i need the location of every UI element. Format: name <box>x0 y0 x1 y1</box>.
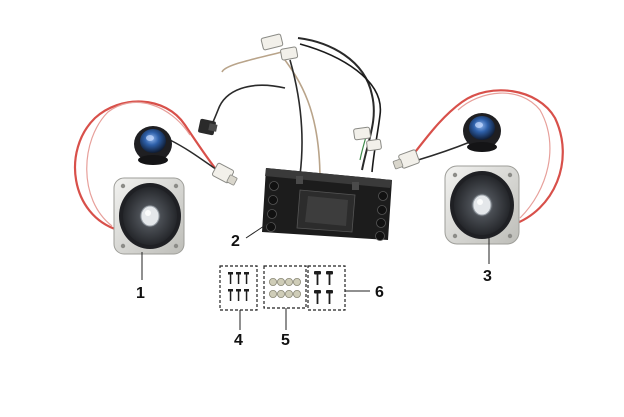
leader-2 <box>245 221 271 239</box>
harness-top-connector <box>260 33 299 61</box>
callout-3: 3 <box>483 268 492 285</box>
callout-1: 1 <box>136 285 145 302</box>
callout-2: 2 <box>231 233 240 250</box>
callout-4: 4 <box>234 332 243 349</box>
left-red-wire-2 <box>86 101 191 227</box>
control-module <box>262 168 392 241</box>
harness-black-wire-4 <box>209 84 286 129</box>
left-tweeter <box>134 126 172 165</box>
right-red-wire-2 <box>457 92 551 219</box>
harness-black-wire-3 <box>289 59 303 176</box>
harness-black-wire-2 <box>299 43 382 173</box>
harness-mid-connector <box>353 126 382 152</box>
control-module-assembly <box>198 33 392 241</box>
harness-usb-plug <box>198 118 218 136</box>
left-woofer <box>113 177 185 255</box>
harness-tan-wire <box>221 51 321 181</box>
clips-set-5 <box>263 265 307 309</box>
left-speaker-connector <box>211 162 238 186</box>
right-speaker-assembly <box>392 89 564 245</box>
right-speaker-connector <box>392 149 420 170</box>
screws-set-4 <box>219 265 258 311</box>
right-woofer <box>444 165 520 245</box>
callout-5: 5 <box>281 332 290 349</box>
bolts-set-6 <box>307 265 346 311</box>
right-tweeter <box>463 113 501 152</box>
left-speaker-assembly <box>73 100 238 255</box>
callout-6: 6 <box>375 284 384 301</box>
right-red-wire <box>411 89 564 227</box>
left-red-wire <box>73 100 216 232</box>
leader-lines <box>141 221 490 330</box>
